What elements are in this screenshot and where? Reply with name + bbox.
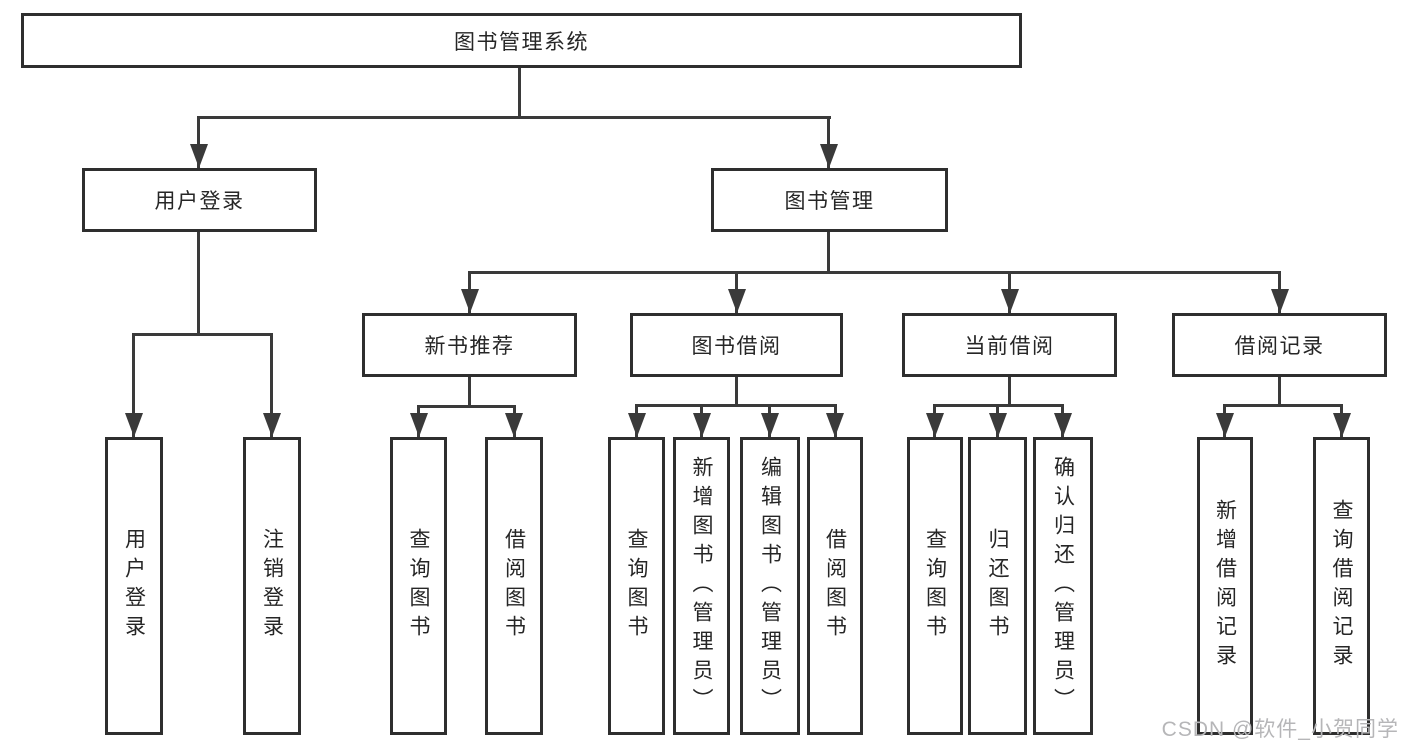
leaf-confirm-return-admin: 确认归还（管理员）: [1033, 437, 1093, 735]
leaf-query-books-2: 查询图书: [608, 437, 665, 735]
leaf-query-books-3: 查询图书: [907, 437, 963, 735]
arrowhead-icon: [410, 413, 428, 437]
arrowhead-icon: [263, 413, 281, 437]
node-book-borrowing-label: 图书借阅: [691, 335, 782, 358]
node-root-label: 图书管理系统: [454, 30, 589, 54]
arrowhead-icon: [1333, 413, 1351, 437]
arrowhead-icon: [761, 413, 779, 437]
leaf-query-borrow-record-label: 查询借阅记录: [1330, 499, 1353, 673]
leaf-user-login-label: 用户登录: [122, 528, 146, 644]
arrowhead-icon: [461, 289, 479, 313]
node-new-book-recommend-label: 新书推荐: [424, 335, 515, 358]
leaf-logout-label: 注销登录: [260, 528, 284, 644]
arrowhead-icon: [1054, 413, 1072, 437]
arrowhead-icon: [989, 413, 1007, 437]
arrowhead-icon: [190, 144, 208, 168]
leaf-user-login: 用户登录: [105, 437, 163, 735]
node-book-management: 图书管理: [711, 168, 948, 232]
node-current-borrowing: 当前借阅: [902, 313, 1117, 377]
node-borrowing-records: 借阅记录: [1172, 313, 1387, 377]
leaf-query-books-1-label: 查询图书: [407, 528, 430, 644]
leaf-borrow-books-1: 借阅图书: [485, 437, 543, 735]
arrowhead-icon: [728, 289, 746, 313]
connector-current-borrow-stub: [1008, 377, 1011, 407]
node-user-login-branch-label: 用户登录: [154, 190, 245, 213]
connector-stem-leaf: [132, 333, 135, 437]
arrowhead-icon: [505, 413, 523, 437]
leaf-add-books-admin: 新增图书（管理员）: [673, 437, 730, 735]
node-book-management-label: 图书管理: [784, 190, 875, 213]
arrowhead-icon: [693, 413, 711, 437]
connector-group2-bar: [417, 405, 516, 408]
leaf-edit-books-admin-label: 编辑图书（管理员）: [758, 455, 782, 717]
node-new-book-recommend: 新书推荐: [362, 313, 577, 377]
leaf-query-books-1: 查询图书: [390, 437, 447, 735]
connector-borrow-records-stub: [1278, 377, 1281, 407]
leaf-edit-books-admin: 编辑图书（管理员）: [740, 437, 800, 735]
arrowhead-icon: [1216, 413, 1234, 437]
leaf-confirm-return-admin-label: 确认归还（管理员）: [1051, 455, 1075, 717]
arrowhead-icon: [628, 413, 646, 437]
arrowhead-icon: [1271, 289, 1289, 313]
leaf-return-books-label: 归还图书: [986, 528, 1009, 644]
connector-group5-bar: [1223, 404, 1343, 407]
arrowhead-icon: [926, 413, 944, 437]
leaf-borrow-books-1-label: 借阅图书: [502, 528, 526, 644]
node-root: 图书管理系统: [21, 13, 1022, 68]
leaf-logout: 注销登录: [243, 437, 301, 735]
node-current-borrowing-label: 当前借阅: [964, 335, 1055, 358]
connector-user-login-stub: [197, 232, 200, 336]
leaf-add-borrow-record: 新增借阅记录: [1197, 437, 1253, 735]
connector-stem-leaf: [270, 333, 273, 437]
node-book-borrowing: 图书借阅: [630, 313, 843, 377]
connector-stem-book-mgmt: [827, 116, 830, 168]
watermark: CSDN @软件_小贺同学: [1161, 718, 1399, 741]
leaf-borrow-books-2-label: 借阅图书: [823, 528, 847, 644]
connector-level3-bar: [468, 271, 1281, 274]
connector-level2-bar: [197, 116, 831, 119]
node-borrowing-records-label: 借阅记录: [1234, 335, 1325, 358]
arrowhead-icon: [820, 144, 838, 168]
leaf-return-books: 归还图书: [968, 437, 1027, 735]
connector-new-books-stub: [468, 377, 471, 408]
arrowhead-icon: [125, 413, 143, 437]
connector-root-stub: [518, 68, 521, 119]
node-user-login-branch: 用户登录: [82, 168, 317, 232]
leaf-add-books-admin-label: 新增图书（管理员）: [690, 455, 713, 717]
leaf-add-borrow-record-label: 新增借阅记录: [1213, 499, 1237, 673]
connector-stem-user-login: [197, 116, 200, 168]
leaf-query-books-2-label: 查询图书: [625, 528, 648, 644]
connector-book-borrow-stub: [735, 377, 738, 407]
connector-group1-bar: [132, 333, 273, 336]
leaf-borrow-books-2: 借阅图书: [807, 437, 863, 735]
arrowhead-icon: [826, 413, 844, 437]
arrowhead-icon: [1001, 289, 1019, 313]
leaf-query-borrow-record: 查询借阅记录: [1313, 437, 1370, 735]
connector-group3-bar: [635, 404, 837, 407]
leaf-query-books-3-label: 查询图书: [923, 528, 947, 644]
connector-book-mgmt-stub: [827, 232, 830, 274]
